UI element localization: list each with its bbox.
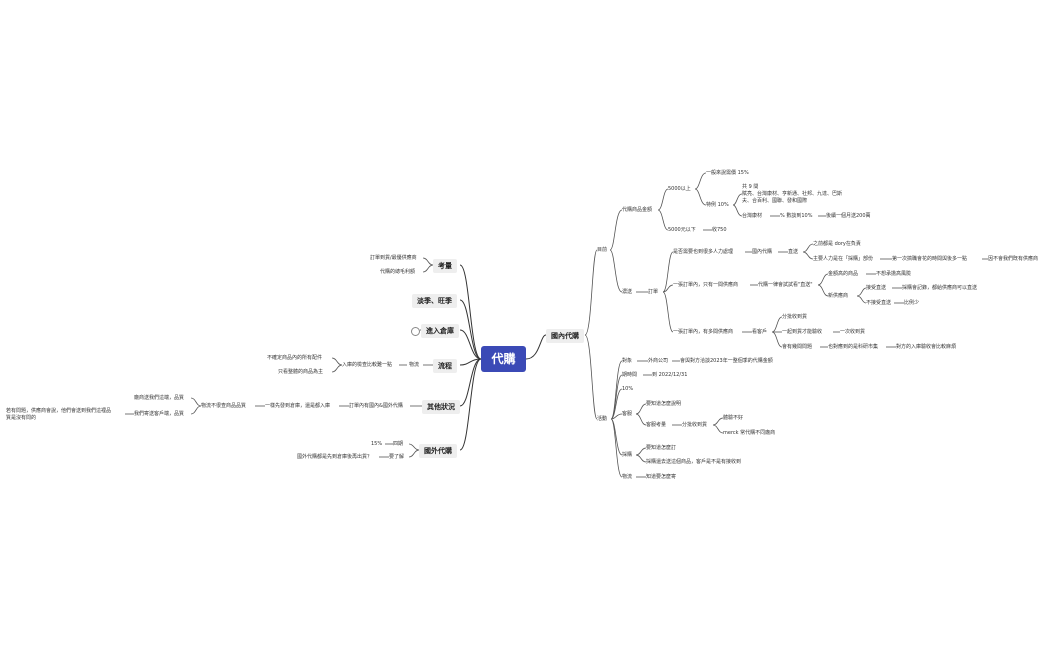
node-new-vendor[interactable]: 新供應商 (828, 293, 849, 299)
node-consider-b[interactable]: 代購的總毛利額 (380, 269, 416, 275)
node-customers-bad[interactable]: 體驗不好 (723, 415, 744, 421)
node-counter-note[interactable]: 對方的入庫驗收會比較麻煩 (896, 344, 957, 350)
node-one-vendor[interactable]: 一張訂單內，只有一間供應商 (673, 282, 739, 288)
node-target[interactable]: 對象 (622, 358, 633, 364)
node-outside[interactable]: 外商公司 (648, 358, 669, 364)
node-warehouse-label[interactable]: 物流 (622, 474, 633, 480)
node-other-sub[interactable]: 物流不很查商品品質 (201, 403, 247, 409)
node-other-mid[interactable]: 一樣先發到倉庫，還是都入庫 (265, 403, 331, 409)
node-other-a[interactable]: 廠商送我們這端，品質 (134, 395, 185, 401)
node-process[interactable]: 流程 (433, 359, 457, 373)
connector (459, 329, 482, 360)
node-overseas-b[interactable]: 要了解 (389, 454, 405, 460)
node-price-goods[interactable]: 金額高的商品 (828, 271, 859, 277)
node-process-mid[interactable]: 入庫的檢查比較難一點 (342, 362, 393, 368)
node-special-row-2: 夫、合百利、國聯、發和國際 (742, 198, 808, 204)
node-ordering[interactable]: 濃送 (622, 289, 633, 295)
node-tech-note[interactable]: 也對應到的是科研市集 (828, 344, 879, 350)
node-general[interactable]: 一般來說需價 15% (706, 170, 749, 176)
node-overseas[interactable]: 國外代購 (419, 444, 457, 458)
node-after-note[interactable]: 因不會我們既有供應商 (988, 256, 1039, 262)
node-customers-know[interactable]: 要知道怎麼說明 (646, 401, 682, 407)
node-overseas-b-note[interactable]: 國外代購都是先到倉庫後再出貨？ (297, 454, 373, 460)
node-purchasing[interactable]: 採購 (622, 452, 633, 458)
node-period-label[interactable]: 期時間 (622, 372, 638, 378)
node-see-customer[interactable]: 看客戶 (752, 329, 768, 335)
node-once[interactable]: 一次收到貨 (840, 329, 866, 335)
node-process-branch[interactable]: 物流 (409, 362, 420, 368)
checkbox-icon[interactable] (411, 327, 420, 336)
node-warehouse-detail[interactable]: 知道要怎麼寄 (646, 474, 677, 480)
node-season[interactable]: 淡季、旺季 (412, 294, 457, 308)
node-other-c2: 質是沒有問的 (6, 415, 37, 421)
node-customers-consider[interactable]: 客服考量 (646, 422, 667, 428)
node-together[interactable]: 一起到貨才能驗收 (782, 329, 823, 335)
root-node[interactable]: 代購 (481, 346, 526, 372)
node-direct[interactable]: 直送 (788, 249, 799, 255)
node-process-b[interactable]: 只看整體的商品為主 (278, 369, 324, 375)
connector (459, 299, 482, 360)
node-under5000-detail[interactable]: 收750 (712, 227, 727, 233)
node-period[interactable]: 到 2022/12/31 (652, 372, 688, 378)
node-no-risk[interactable]: 不想承擔高風險 (876, 271, 912, 277)
connector (459, 358, 482, 451)
node-split-ship[interactable]: 分批收到貨 (782, 314, 808, 320)
node-consider[interactable]: 考量 (433, 259, 457, 273)
node-other[interactable]: 其他狀況 (422, 400, 460, 414)
node-outside-note[interactable]: 會與對方洽談2023年一整個季的代購金額 (680, 358, 773, 364)
node-domestic[interactable]: 國內代購 (546, 329, 584, 343)
node-other-branch[interactable]: 訂單內有國內&國外代購 (349, 403, 403, 409)
node-other-b[interactable]: 我們寄送客戶端，品質 (134, 411, 185, 417)
node-special-row-1: 賦亮、台灣康材、亨新通、社邦、九達、巴斯 (742, 191, 843, 197)
node-overseas-a-pct[interactable]: 15% (371, 441, 383, 447)
node-order[interactable]: 訂單 (648, 289, 659, 295)
node-pre-branch[interactable]: 是否需要也到很多人力處理 (673, 249, 734, 255)
node-process-a[interactable]: 不確定商品內的所有配件 (267, 355, 323, 361)
node-submit-direct[interactable]: 接受直送 (866, 285, 887, 291)
connector (459, 358, 482, 366)
node-current[interactable]: 目前 (597, 247, 608, 253)
node-customers-merck[interactable]: merck 常代購不同廠商 (723, 430, 776, 436)
node-first-note[interactable]: 第一次搞職會花的時間與後多一點 (892, 256, 968, 262)
connector (459, 264, 482, 360)
node-taiwan-detail[interactable]: % 數談到10% (780, 213, 813, 219)
node-overseas-a[interactable]: 四期 (393, 441, 404, 447)
node-overseas-issue[interactable]: 會有幾間問題 (782, 344, 813, 350)
node-other-c1[interactable]: 若有問題，供應商會說，他們會送到我們這裡品 (6, 408, 112, 414)
node-multi-vendor[interactable]: 一張訂單內，有多間供應商 (673, 329, 734, 335)
node-under5000[interactable]: 5000元以下 (668, 227, 696, 233)
node-dory[interactable]: 之前都是 dory在負責 (813, 241, 861, 247)
node-percent[interactable]: 10% (622, 386, 634, 392)
node-customers-split[interactable]: 分批收到貨 (682, 422, 708, 428)
node-consider-a[interactable]: 訂單到貨/最優供應商 (370, 255, 417, 261)
node-activity[interactable]: 活動 (597, 416, 608, 422)
node-warehouse[interactable]: 進入倉庫 (421, 324, 459, 338)
node-special[interactable]: 特例 10% (706, 202, 729, 208)
node-amount[interactable]: 代購商品金額 (622, 207, 653, 213)
node-no-direct[interactable]: 不接受直送 (866, 300, 892, 306)
node-submit-direct-note[interactable]: 採購會記錄，都給供應商可以直送 (902, 285, 978, 291)
node-over5000[interactable]: 5000以上 (668, 186, 691, 192)
node-purchasing-check[interactable]: 採購還去送這個商品，客戶是不是有接收到 (646, 459, 742, 465)
connector (525, 334, 547, 360)
node-customers[interactable]: 客服 (622, 411, 633, 417)
node-one-vendor-note[interactable]: 代購一律會試試看"直送" (758, 282, 813, 288)
node-purchasing-how[interactable]: 要知道怎麼訂 (646, 445, 677, 451)
node-special-row-0: 共 9 間 (742, 184, 759, 190)
node-domestic-purchase[interactable]: 國內代購 (752, 249, 773, 255)
node-ratio[interactable]: 比例少 (904, 300, 920, 306)
node-taiwan-note[interactable]: 後續一個月送200萬 (826, 213, 871, 219)
node-taiwan[interactable]: 台灣康材 (742, 213, 763, 219)
node-main-note[interactable]: 主要人力是在「採購」部份 (813, 256, 874, 262)
